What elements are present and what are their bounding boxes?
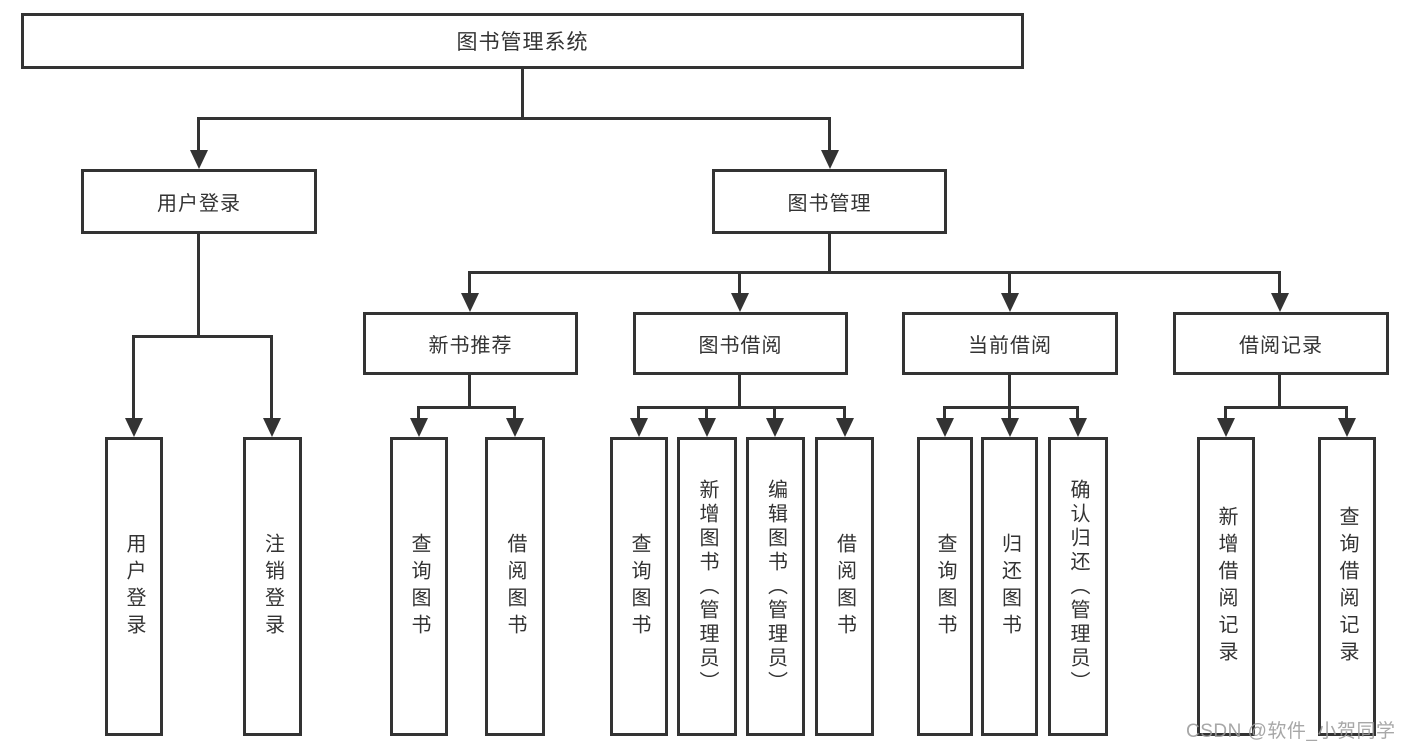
connector-drop-user-login	[189, 117, 208, 169]
arrow-down-icon	[189, 150, 208, 169]
leaf-logout: 注销登录	[243, 437, 302, 736]
leaf-query-book-1: 查询图书	[390, 437, 448, 736]
arrow-down-icon	[629, 418, 648, 437]
connector-stem-current-borrow	[1008, 375, 1011, 407]
connector-drop-leaf-query-book-2	[629, 406, 648, 437]
connector-drop-book-management	[820, 117, 839, 169]
node-new-book-recommend: 新书推荐	[363, 312, 578, 375]
node-current-borrow: 当前借阅	[902, 312, 1118, 375]
connector-bus-current-borrow	[943, 406, 1079, 409]
csdn-watermark: CSDN @软件_小贺同学	[1186, 721, 1396, 742]
leaf-borrow-book-1-label: 借阅图书	[504, 532, 526, 641]
leaf-query-book-3: 查询图书	[917, 437, 973, 736]
connector-stem-book-borrow	[738, 375, 741, 407]
connector-drop-leaf-query-book-3	[935, 406, 954, 437]
connector-drop-leaf-confirm-return-admin	[1068, 406, 1087, 437]
node-book-management-label: 图书管理	[787, 193, 872, 215]
connector-drop-leaf-return-book	[1000, 406, 1019, 437]
arrow-down-icon	[1000, 418, 1019, 437]
node-root: 图书管理系统	[21, 13, 1024, 69]
leaf-query-book-1-label: 查询图书	[408, 532, 430, 641]
leaf-query-book-2: 查询图书	[610, 437, 668, 736]
connector-drop-leaf-query-book-1	[409, 406, 428, 437]
node-borrow-records-label: 借阅记录	[1239, 335, 1323, 357]
arrow-down-icon	[124, 418, 143, 437]
node-book-borrow-label: 图书借阅	[698, 335, 783, 357]
leaf-user-login-label: 用户登录	[123, 532, 145, 641]
connector-bus-book-borrow	[637, 406, 846, 409]
connector-bus-borrow-records	[1224, 406, 1347, 409]
leaf-add-borrow-record: 新增借阅记录	[1197, 437, 1255, 736]
connector-stem-user-login	[197, 234, 200, 335]
connector-bus-new-book-recommend	[417, 406, 516, 409]
arrow-down-icon	[765, 418, 784, 437]
connector-stem-new-book-recommend	[468, 375, 471, 407]
arrow-down-icon	[505, 418, 524, 437]
arrow-down-icon	[1270, 293, 1289, 312]
arrow-down-icon	[460, 293, 479, 312]
arrow-down-icon	[820, 150, 839, 169]
arrow-down-icon	[262, 418, 281, 437]
arrow-down-icon	[730, 293, 749, 312]
node-user-login: 用户登录	[81, 169, 317, 234]
leaf-confirm-return-admin: 确认归还（管理员）	[1048, 437, 1108, 736]
leaf-add-book-admin-label: 新增图书（管理员）	[696, 478, 718, 695]
leaf-borrow-book-1: 借阅图书	[485, 437, 545, 736]
connector-drop-leaf-query-borrow-record	[1337, 406, 1356, 437]
node-new-book-recommend-label: 新书推荐	[428, 335, 513, 357]
connector-stem-borrow-records	[1278, 375, 1281, 407]
connector-drop-book-borrow	[730, 271, 749, 312]
leaf-query-book-2-label: 查询图书	[628, 532, 650, 641]
leaf-borrow-book-2: 借阅图书	[815, 437, 874, 736]
connector-drop-leaf-borrow-book-1	[505, 406, 524, 437]
connector-drop-current-borrow	[1000, 271, 1019, 312]
node-root-label: 图书管理系统	[456, 31, 589, 54]
node-user-login-label: 用户登录	[157, 193, 241, 215]
leaf-return-book-label: 归还图书	[998, 532, 1021, 641]
leaf-query-book-3-label: 查询图书	[934, 532, 956, 641]
leaf-borrow-book-2-label: 借阅图书	[833, 532, 856, 641]
leaf-confirm-return-admin-label: 确认归还（管理员）	[1067, 478, 1089, 695]
connector-bus-level2	[197, 117, 831, 120]
arrow-down-icon	[697, 418, 716, 437]
arrow-down-icon	[1216, 418, 1235, 437]
connector-drop-leaf-add-borrow-record	[1216, 406, 1235, 437]
connector-drop-leaf-borrow-book-2	[835, 406, 854, 437]
connector-stem-book-management	[828, 234, 831, 272]
node-current-borrow-label: 当前借阅	[968, 335, 1052, 357]
leaf-return-book: 归还图书	[981, 437, 1038, 736]
connector-drop-leaf-edit-book-admin	[765, 406, 784, 437]
node-book-borrow: 图书借阅	[633, 312, 848, 375]
leaf-logout-label: 注销登录	[261, 532, 284, 641]
leaf-add-borrow-record-label: 新增借阅记录	[1215, 505, 1237, 668]
arrow-down-icon	[1337, 418, 1356, 437]
leaf-query-borrow-record-label: 查询借阅记录	[1336, 505, 1358, 668]
leaf-add-book-admin: 新增图书（管理员）	[677, 437, 737, 736]
node-book-management: 图书管理	[712, 169, 947, 234]
connector-drop-leaf-user-login	[124, 335, 143, 437]
connector-bus-level3	[468, 271, 1281, 274]
connector-bus-user-login	[132, 335, 273, 338]
node-borrow-records: 借阅记录	[1173, 312, 1389, 375]
arrow-down-icon	[935, 418, 954, 437]
connector-stem-root	[521, 69, 524, 118]
arrow-down-icon	[1068, 418, 1087, 437]
connector-drop-new-book-recommend	[460, 271, 479, 312]
leaf-edit-book-admin: 编辑图书（管理员）	[746, 437, 805, 736]
arrow-down-icon	[1000, 293, 1019, 312]
connector-drop-borrow-records	[1270, 271, 1289, 312]
connector-drop-leaf-logout	[262, 335, 281, 437]
leaf-user-login: 用户登录	[105, 437, 163, 736]
connector-drop-leaf-add-book-admin	[697, 406, 716, 437]
leaf-query-borrow-record: 查询借阅记录	[1318, 437, 1376, 736]
leaf-edit-book-admin-label: 编辑图书（管理员）	[764, 478, 787, 695]
arrow-down-icon	[835, 418, 854, 437]
arrow-down-icon	[409, 418, 428, 437]
